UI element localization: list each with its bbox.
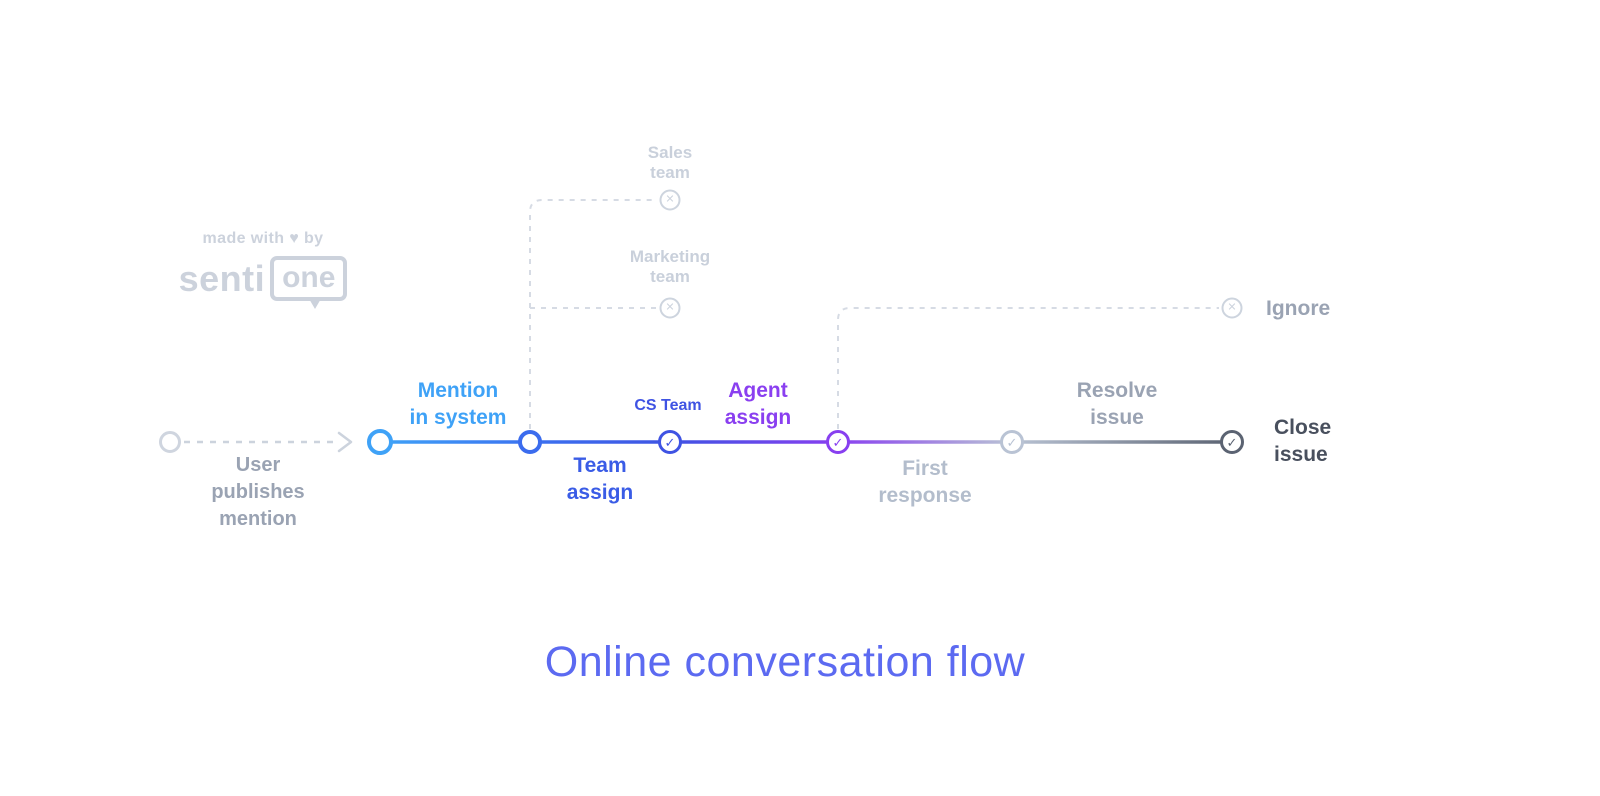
close-issue-node: ✓ <box>1220 430 1244 454</box>
check-icon: ✓ <box>1006 434 1018 450</box>
sales-team-reject-node: ✕ <box>659 189 681 211</box>
marketing-team-reject-node: ✕ <box>659 297 681 319</box>
sentione-logo: senti one <box>170 256 356 309</box>
close-issue-label: Close issue <box>1274 416 1332 466</box>
brand-one-bubble: one <box>270 256 348 309</box>
ignore-label: Ignore <box>1266 297 1331 320</box>
mention-in-system-label: Mention in system <box>409 379 507 429</box>
team-assign-label: Team assign <box>566 454 634 504</box>
team-assign-node <box>518 430 542 454</box>
sales-team-label: Sales team <box>647 143 693 182</box>
sentione-watermark: made with ♥ by senti one <box>170 230 356 309</box>
ignore-node: ✕ <box>1221 297 1243 319</box>
cross-icon: ✕ <box>665 193 675 206</box>
cross-icon: ✕ <box>665 301 675 314</box>
diagram-title: Online conversation flow <box>544 638 1026 686</box>
check-icon: ✓ <box>832 434 844 450</box>
cs-team-label: CS Team <box>634 397 702 414</box>
entry-arrowhead-icon <box>337 431 353 453</box>
check-icon: ✓ <box>1226 434 1238 450</box>
made-with-text: made with ♥ by <box>202 230 324 247</box>
check-icon: ✓ <box>664 434 676 450</box>
first-response-node: ✓ <box>1000 430 1024 454</box>
brand-senti-text: senti <box>178 257 266 299</box>
first-response-label: First response <box>878 457 972 507</box>
user-publishes-mention-label: User publishes mention <box>211 454 305 530</box>
cross-icon: ✕ <box>1227 301 1237 314</box>
cs-team-node: ✓ <box>658 430 682 454</box>
brand-one-text: one <box>282 261 336 294</box>
agent-assign-label: Agent assign <box>724 379 792 429</box>
speech-bubble-tail-icon <box>308 297 323 309</box>
resolve-issue-label: Resolve issue <box>1076 379 1158 429</box>
marketing-team-label: Marketing team <box>629 247 711 286</box>
mention-in-system-node <box>367 429 393 455</box>
user-mention-node <box>159 431 181 453</box>
branch-sales-line <box>529 199 657 429</box>
agent-assign-node: ✓ <box>826 430 850 454</box>
branch-ignore-line <box>837 307 1219 429</box>
